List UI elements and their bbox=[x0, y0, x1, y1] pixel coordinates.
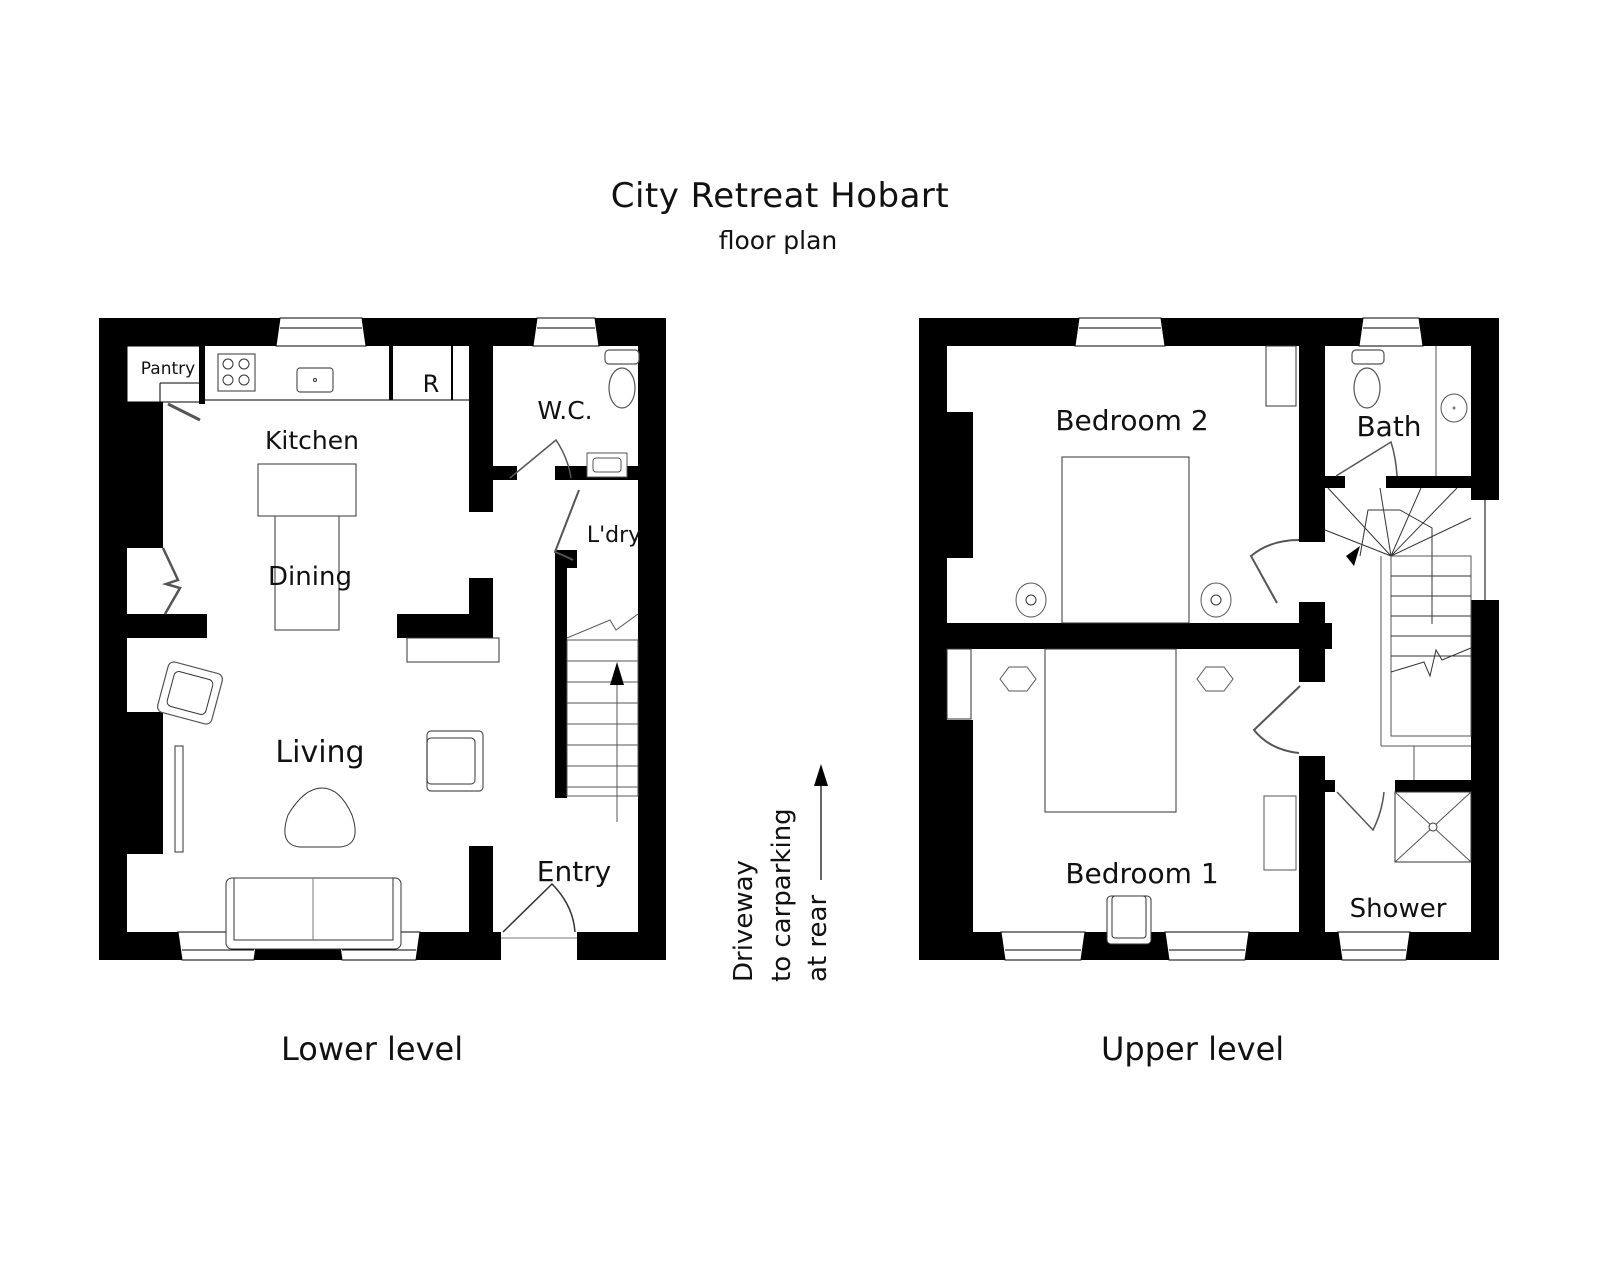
upper-east-wall bbox=[1471, 318, 1499, 960]
label-pantry: Pantry bbox=[141, 359, 195, 379]
label-entry: Entry bbox=[537, 855, 612, 888]
plan-title: City Retreat Hobart bbox=[610, 176, 950, 216]
toilet-icon bbox=[1351, 349, 1385, 365]
label-fridge: R bbox=[423, 370, 440, 398]
window bbox=[1000, 931, 1086, 961]
bath-door bbox=[1335, 440, 1398, 477]
window bbox=[275, 317, 367, 347]
window bbox=[1164, 931, 1250, 961]
window bbox=[532, 317, 600, 347]
lower-level-label: Lower level bbox=[281, 1030, 464, 1068]
bedside-table-icon bbox=[1196, 666, 1234, 692]
drain-icon bbox=[1428, 822, 1438, 832]
driveway-line1: Driveway bbox=[729, 860, 759, 982]
kitchen-sink-icon bbox=[296, 367, 334, 393]
lower-level-plan: Pantry R Kitchen W.C. L'dry Dining Livin… bbox=[99, 317, 666, 961]
arrow-up-icon bbox=[814, 764, 828, 786]
upper-west-wall bbox=[919, 318, 947, 960]
label-shower: Shower bbox=[1350, 894, 1447, 924]
label-kitchen: Kitchen bbox=[265, 426, 359, 455]
bedroom2-door bbox=[1249, 539, 1300, 604]
upper-level-label: Upper level bbox=[1101, 1030, 1285, 1068]
label-bedroom2: Bedroom 2 bbox=[1055, 404, 1208, 437]
label-wc: W.C. bbox=[537, 396, 592, 425]
window bbox=[1337, 931, 1411, 961]
cooktop-icon bbox=[217, 353, 256, 392]
driveway-line2: to carparking bbox=[767, 808, 797, 982]
bedside-lamp-icon bbox=[1015, 582, 1047, 618]
tv-unit bbox=[174, 745, 184, 853]
window bbox=[1074, 317, 1166, 347]
toilet-icon bbox=[604, 349, 640, 365]
lower-east-wall bbox=[638, 318, 666, 960]
stairs-up-arrow-icon bbox=[610, 662, 624, 685]
upper-staircase bbox=[1324, 487, 1472, 780]
lower-staircase bbox=[566, 613, 639, 822]
lower-west-wall bbox=[99, 318, 127, 960]
bed-bedroom2 bbox=[1061, 456, 1190, 624]
bedside-lamp-icon bbox=[1200, 582, 1232, 618]
bedside-table-icon bbox=[999, 666, 1037, 692]
shower-door bbox=[1336, 791, 1385, 832]
label-bedroom1: Bedroom 1 bbox=[1065, 857, 1218, 890]
stairs-down-arrow-icon bbox=[1346, 546, 1360, 566]
window bbox=[1358, 317, 1424, 347]
dining-table bbox=[274, 515, 340, 631]
upper-level-plan: Bedroom 2 Bath Bedroom 1 Shower bbox=[919, 317, 1499, 961]
wardrobe bbox=[1265, 345, 1297, 407]
coffee-table bbox=[284, 787, 356, 848]
label-living: Living bbox=[275, 735, 364, 770]
chair bbox=[1106, 895, 1152, 945]
label-laundry: L'dry bbox=[587, 523, 641, 548]
bed-bedroom1 bbox=[1044, 648, 1177, 813]
label-dining: Dining bbox=[268, 562, 352, 592]
bedroom1-door bbox=[1252, 685, 1301, 754]
dresser bbox=[1263, 795, 1297, 871]
plan-subtitle: floor plan bbox=[718, 226, 838, 255]
entry-door bbox=[502, 882, 576, 933]
armchair bbox=[156, 661, 224, 725]
wc-door bbox=[509, 438, 572, 479]
label-bath: Bath bbox=[1356, 410, 1421, 443]
driveway-annotation: Driveway to carparking at rear bbox=[729, 764, 833, 982]
kitchen-island bbox=[257, 463, 357, 517]
laundry-door bbox=[553, 489, 580, 561]
driveway-line3: at rear bbox=[803, 895, 833, 982]
